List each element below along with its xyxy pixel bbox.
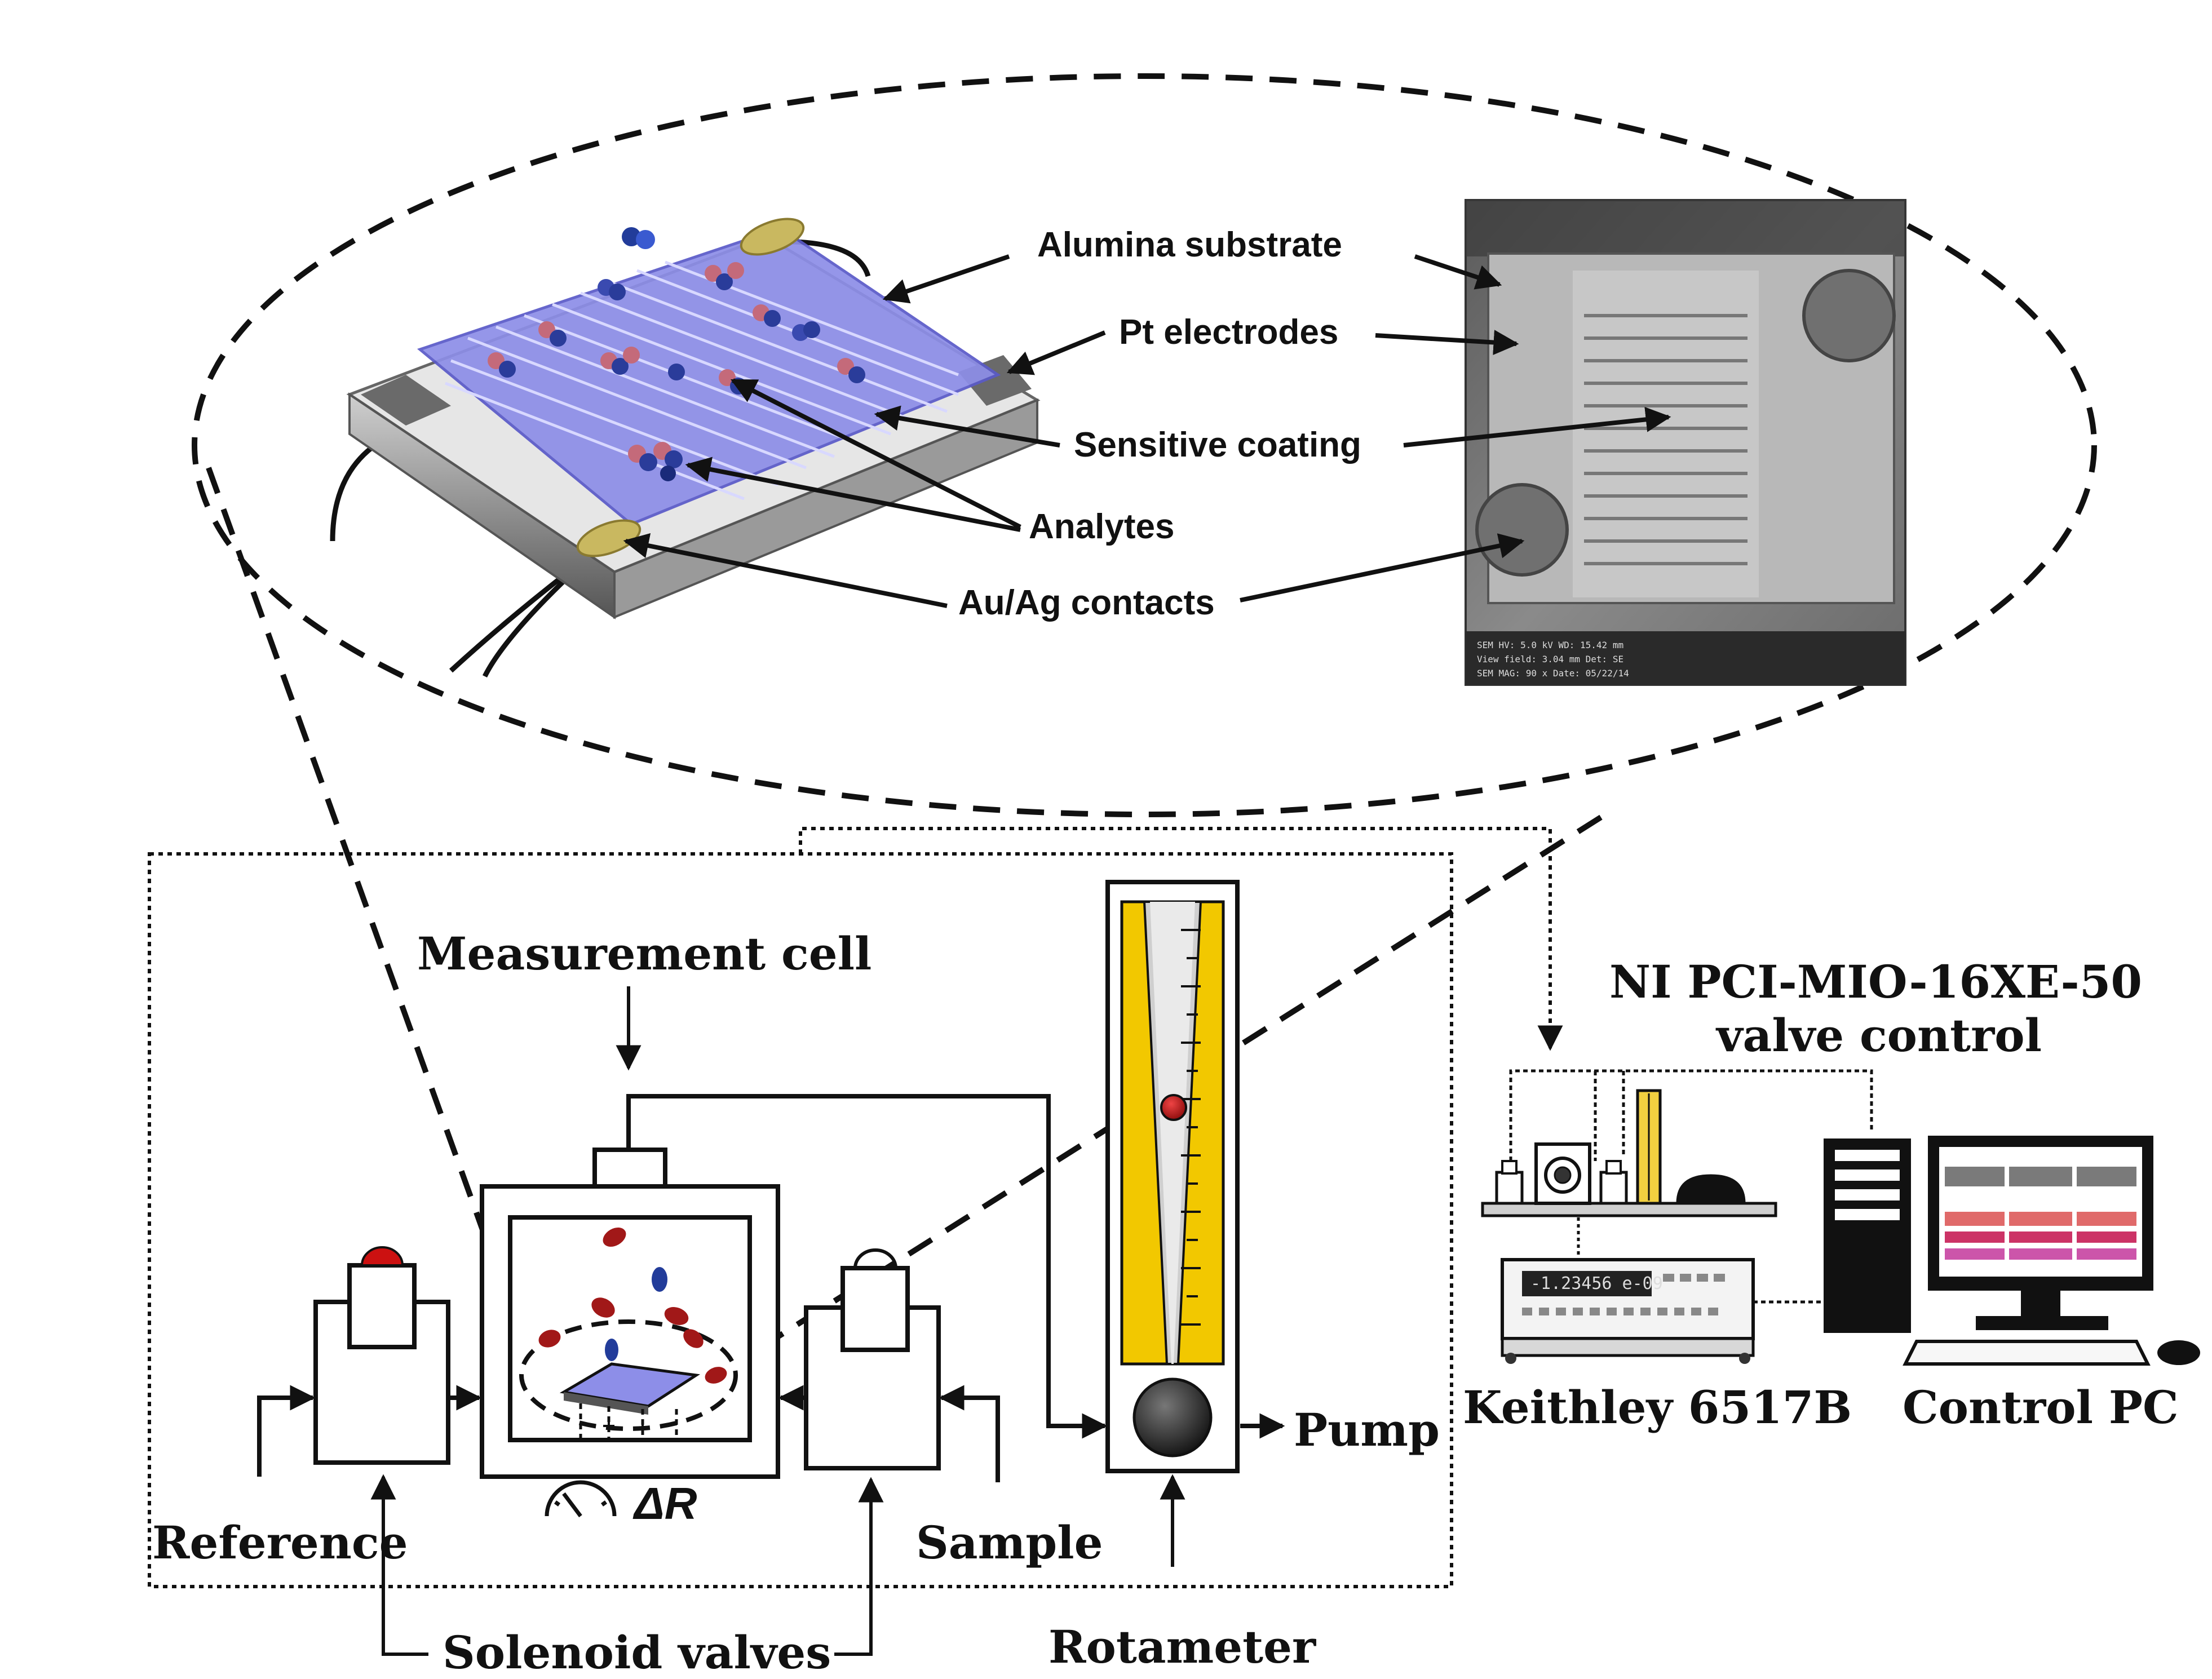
chip-pad — [361, 375, 451, 426]
sample-valve — [804, 1248, 941, 1470]
label-keithley: Keithley 6517B — [1463, 1381, 1852, 1434]
label-daq-line1: NI PCI-MIO-16XE-50 — [1609, 955, 2142, 1008]
solenoid-valves-pointer — [370, 1474, 884, 1656]
sem-micrograph: SEM HV: 5.0 kV WD: 15.42 mm View field: … — [1465, 199, 1906, 686]
label-delta-r: ΔR — [632, 1478, 697, 1529]
label-sensitive-coating: Sensitive coating — [1074, 426, 1361, 464]
measurement-cell: Measurement cell — [417, 927, 871, 1529]
label-analytes: Analytes — [1029, 507, 1174, 546]
label-solenoid-valves: Solenoid valves — [443, 1626, 831, 1679]
svg-text:View field: 3.04 mm Det: SE: View field: 3.04 mm Det: SE — [1477, 654, 1623, 664]
reference-valve — [313, 1246, 450, 1465]
label-au-ag-contacts: Au/Ag contacts — [958, 583, 1215, 622]
pc-screen-traces — [1945, 1150, 2136, 1274]
rotameter — [1105, 880, 1240, 1567]
label-daq-line2: valve control — [1715, 1009, 2042, 1062]
analyte-molecules — [488, 227, 865, 481]
sensor-annotations: Alumina substrate Pt electrodes Sensitiv… — [623, 225, 1671, 622]
svg-text:SEM HV: 5.0 kV WD: 15.42 mm: SEM HV: 5.0 kV WD: 15.42 mm — [1477, 640, 1623, 650]
label-control-pc: Control PC — [1903, 1381, 2179, 1434]
contact — [740, 218, 805, 256]
daq-control-line — [799, 827, 1563, 1051]
zoom-ellipse — [192, 73, 2097, 817]
label-alumina-substrate: Alumina substrate — [1037, 225, 1342, 264]
svg-text:-1.23456 e-09: -1.23456 e-09 — [1530, 1274, 1663, 1293]
control-pc-icon — [1824, 1136, 2200, 1366]
label-pt-electrodes: Pt electrodes — [1119, 313, 1338, 352]
label-measurement-cell: Measurement cell — [417, 927, 871, 980]
label-rotameter: Rotameter — [1049, 1620, 1316, 1673]
keithley-electrometer-icon: -1.23456 e-09 — [1501, 1258, 1755, 1364]
svg-text:SEM MAG: 90 x Date: 05/22/14: SEM MAG: 90 x Date: 05/22/14 — [1477, 668, 1629, 679]
sensitive-coating-layer — [417, 227, 1001, 526]
label-pump: Pump — [1294, 1403, 1440, 1456]
mini-bench-setup — [1481, 1069, 1873, 1262]
cell-molecules — [538, 1227, 727, 1384]
label-sample: Sample — [916, 1516, 1103, 1569]
gas-lines — [257, 1094, 1285, 1482]
resistance-gauge-icon — [545, 1480, 617, 1518]
label-reference: Reference — [152, 1516, 408, 1569]
rotameter-float — [1160, 1094, 1187, 1121]
